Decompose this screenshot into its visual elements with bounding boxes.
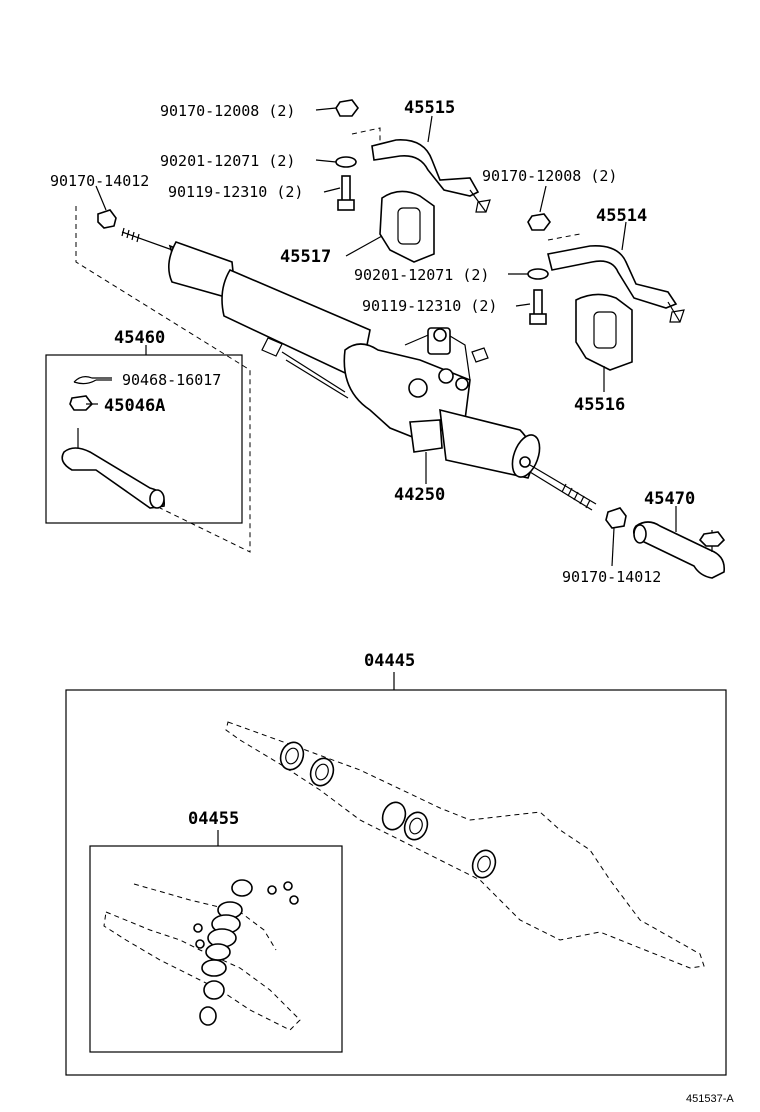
bracket-45514[interactable] <box>547 233 685 323</box>
label-04455: 04455 <box>188 809 239 829</box>
bolt-90119-12310-b[interactable] <box>529 289 547 325</box>
seal-rings-04445[interactable] <box>277 739 499 881</box>
washer-90201-12071-a[interactable] <box>335 156 357 168</box>
seal-parts-04455[interactable] <box>193 879 299 1026</box>
label-90170-14012-a: 90170-14012 <box>50 172 149 190</box>
cotter-pin-90468-16017[interactable] <box>73 376 112 385</box>
label-90468-16017: 90468-16017 <box>122 371 221 389</box>
castle-nut-45046A[interactable] <box>69 395 94 411</box>
label-90201-12071-a: 90201-12071 (2) <box>160 152 295 170</box>
label-44250: 44250 <box>394 485 445 505</box>
label-90119-12310-a: 90119-12310 (2) <box>168 183 303 201</box>
label-90119-12310-b: 90119-12310 (2) <box>362 297 497 315</box>
housing-outline-04455 <box>103 883 301 1031</box>
grommet-45516[interactable] <box>575 293 633 371</box>
label-04445: 04445 <box>364 651 415 671</box>
label-90170-12008-a: 90170-12008 (2) <box>160 102 295 120</box>
grommet-45517[interactable] <box>379 190 435 263</box>
tie-rod-end-45460-box <box>45 354 243 524</box>
nut-90170-12008-a[interactable] <box>335 99 359 117</box>
tie-rod-end-45470[interactable] <box>632 521 726 579</box>
label-90201-12071-b: 90201-12071 (2) <box>354 266 489 284</box>
bolt-90119-12310-a[interactable] <box>337 175 355 211</box>
illustration-reference-number: 451537-A <box>686 1093 734 1105</box>
bracket-45515[interactable] <box>351 127 491 213</box>
gasket-kit-04455-box <box>89 845 343 1053</box>
housing-outline-04445 <box>225 721 705 969</box>
washer-90201-12071-b[interactable] <box>527 268 549 280</box>
label-45516: 45516 <box>574 395 625 415</box>
steering-rack-assembly[interactable] <box>121 227 597 511</box>
label-45460: 45460 <box>114 328 165 348</box>
label-90170-12008-b: 90170-12008 (2) <box>482 167 617 185</box>
leader-lines <box>86 107 677 846</box>
label-45515: 45515 <box>404 98 455 118</box>
label-45046A: 45046A <box>104 396 165 416</box>
label-45517: 45517 <box>280 247 331 267</box>
nut-90170-14012-b[interactable] <box>605 507 627 529</box>
gasket-kit-04445-box <box>65 689 727 1076</box>
nut-90170-12008-b[interactable] <box>527 213 551 231</box>
label-45514: 45514 <box>596 206 647 226</box>
tie-rod-end-45460[interactable] <box>61 428 166 509</box>
nut-90170-14012-a[interactable] <box>97 209 117 229</box>
label-45470: 45470 <box>644 489 695 509</box>
leader-45460-dashed <box>75 206 251 553</box>
label-90170-14012-b: 90170-14012 <box>562 568 661 586</box>
